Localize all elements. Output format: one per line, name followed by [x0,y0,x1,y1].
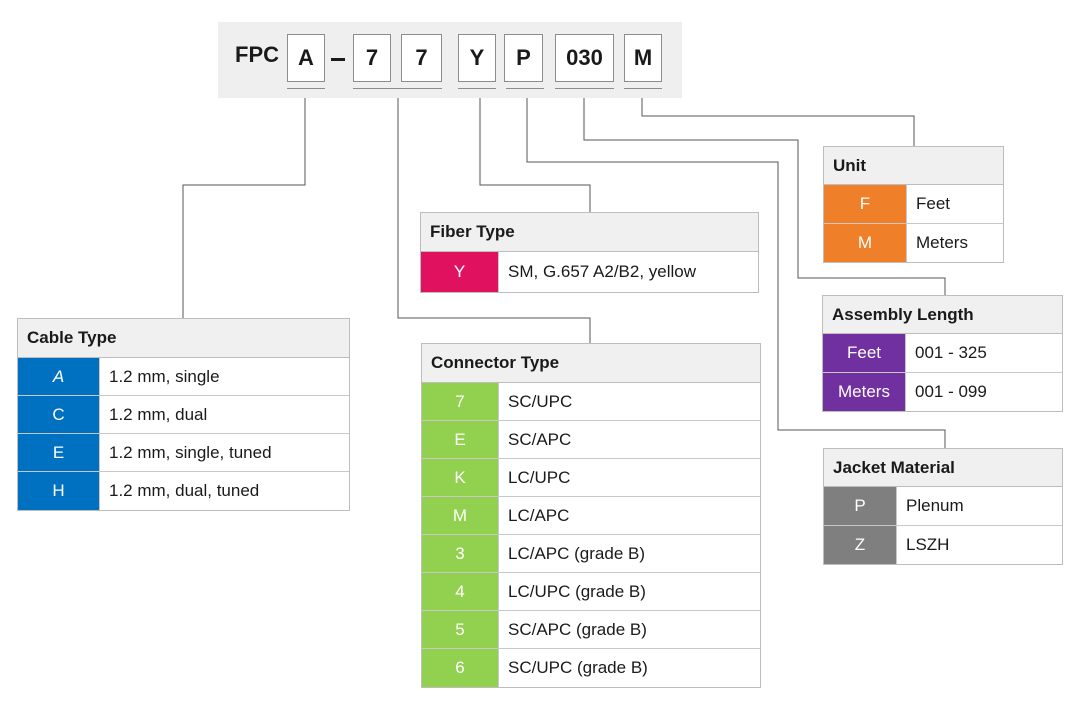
option-description: 001 - 325 [905,334,1062,372]
option-code: Z [824,525,896,564]
option-description: 1.2 mm, dual, tuned [99,472,349,510]
option-description: LC/APC [498,497,760,534]
option-code: M [422,497,498,534]
option-code: 5 [422,611,498,648]
part-number-prefix: FPC [235,42,279,67]
line-fiber-type [479,88,591,212]
cable-type-title: Cable Type [18,319,349,358]
connector-type-title: Connector Type [422,344,760,383]
underline-length [555,88,614,89]
option-description: SC/APC [498,421,760,458]
option-code: 7 [422,383,498,420]
option-description: SC/UPC (grade B) [498,649,760,687]
underline-unit [624,88,662,89]
option-description: LSZH [896,525,1062,564]
underline-jacket [506,88,544,89]
option-description: 001 - 099 [905,372,1062,411]
segment-cable: A [287,34,325,82]
option-description: SC/UPC [498,383,760,420]
option-description: Meters [906,223,1003,262]
option-code: Y [421,252,498,292]
option-description: 1.2 mm, single, tuned [99,434,349,471]
segment-unit: M [624,34,662,82]
fiber-type-title: Fiber Type [421,213,758,252]
underline-cable [287,88,325,89]
assembly-length-title: Assembly Length [823,296,1062,334]
option-description: LC/UPC [498,459,760,496]
line-assembly-length [583,88,946,295]
line-jacket-material [526,88,946,448]
option-code: 6 [422,649,498,687]
option-description: SC/APC (grade B) [498,611,760,648]
line-connector-type [397,88,591,343]
option-code: Meters [823,372,905,411]
option-description: Plenum [896,487,1062,525]
segment-separator [331,58,345,61]
segment-connector-b: 7 [401,34,442,82]
option-code: H [18,472,99,510]
unit-title: Unit [824,147,1003,185]
option-code: E [18,434,99,471]
underline-connector [353,88,442,89]
option-description: Feet [906,185,1003,223]
option-description: LC/APC (grade B) [498,535,760,572]
segment-fiber: Y [458,34,496,82]
option-code: Feet [823,334,905,372]
option-description: SM, G.657 A2/B2, yellow [498,252,758,292]
option-code: F [824,185,906,223]
line-unit [641,88,915,146]
segment-jacket: P [504,34,543,82]
jacket-material-title: Jacket Material [824,449,1062,487]
option-code: K [422,459,498,496]
option-code: E [422,421,498,458]
underline-fiber [458,88,496,89]
line-cable-type [182,88,306,318]
option-code: 3 [422,535,498,572]
segment-length: 030 [555,34,614,82]
option-code: A [18,358,99,395]
option-code: C [18,396,99,433]
option-description: 1.2 mm, dual [99,396,349,433]
option-code: 4 [422,573,498,610]
option-description: 1.2 mm, single [99,358,349,395]
option-description: LC/UPC (grade B) [498,573,760,610]
option-code: P [824,487,896,525]
segment-connector-a: 7 [353,34,391,82]
option-code: M [824,223,906,262]
